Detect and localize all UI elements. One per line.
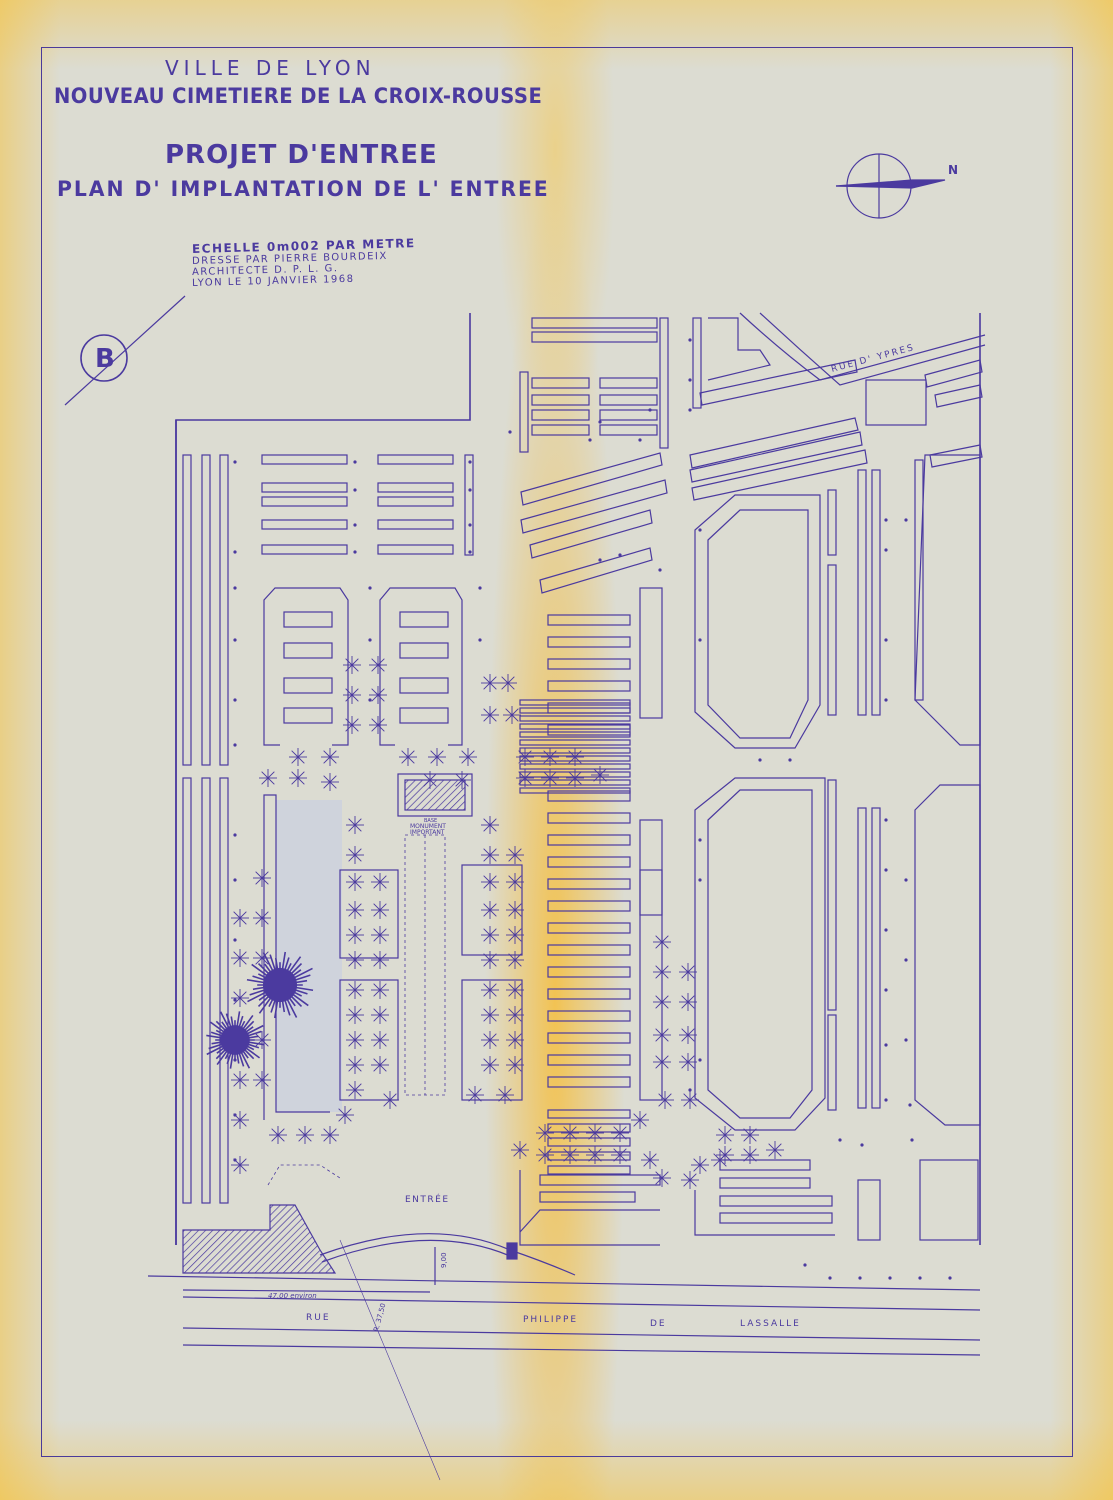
large-tree-icon <box>206 951 314 1069</box>
street-label-3: DE <box>650 1319 667 1329</box>
cemetery-heading: NOUVEAU CIMETIERE DE LA CROIX-ROUSSE <box>54 84 543 108</box>
grave-blocks-upper-left <box>261 454 474 556</box>
plan-subtitle: PLAN D' IMPLANTATION DE L' ENTREE <box>57 177 550 201</box>
lawn-garden <box>263 794 342 1120</box>
central-alley <box>267 834 446 1186</box>
rue-ypres <box>739 312 986 386</box>
entree-label: ENTRÉE <box>405 1193 450 1205</box>
monument-label-2: MONUMENT <box>410 823 446 830</box>
grave-blocks-center-right <box>519 614 631 1175</box>
north-label: N <box>948 163 959 177</box>
path-markers <box>233 338 952 1280</box>
street-lassalle <box>147 1239 981 1481</box>
monument-label-1: BASE <box>424 818 437 824</box>
width-dimension: 47,00 environ <box>268 1292 317 1300</box>
sheet-mark-icon <box>64 295 186 406</box>
project-title: PROJET D'ENTREE <box>165 140 438 170</box>
street-label-1: RUE <box>306 1313 331 1323</box>
depth-dimension: 9,00 <box>440 1252 448 1268</box>
rue-ypres-label: RUE D' YPRES <box>830 343 916 375</box>
radius-dimension: R. 37,50 <box>372 1302 387 1332</box>
entrance-gate <box>182 1204 576 1293</box>
grave-blocks-mid-left <box>263 587 463 746</box>
left-strips <box>182 454 229 1204</box>
street-label-2: PHILIPPE <box>523 1315 578 1325</box>
compass-icon <box>835 153 946 219</box>
grave-blocks-upper-center <box>519 317 983 594</box>
city-heading: VILLE DE LYON <box>165 56 376 80</box>
trees <box>231 656 784 1189</box>
street-label-4: LASSALLE <box>740 1319 801 1329</box>
sheet-mark: B <box>95 344 115 374</box>
drawing-frame <box>41 47 1073 1457</box>
monument-label-3: IMPORTANT <box>410 829 445 836</box>
grave-blocks-right <box>519 454 981 1246</box>
